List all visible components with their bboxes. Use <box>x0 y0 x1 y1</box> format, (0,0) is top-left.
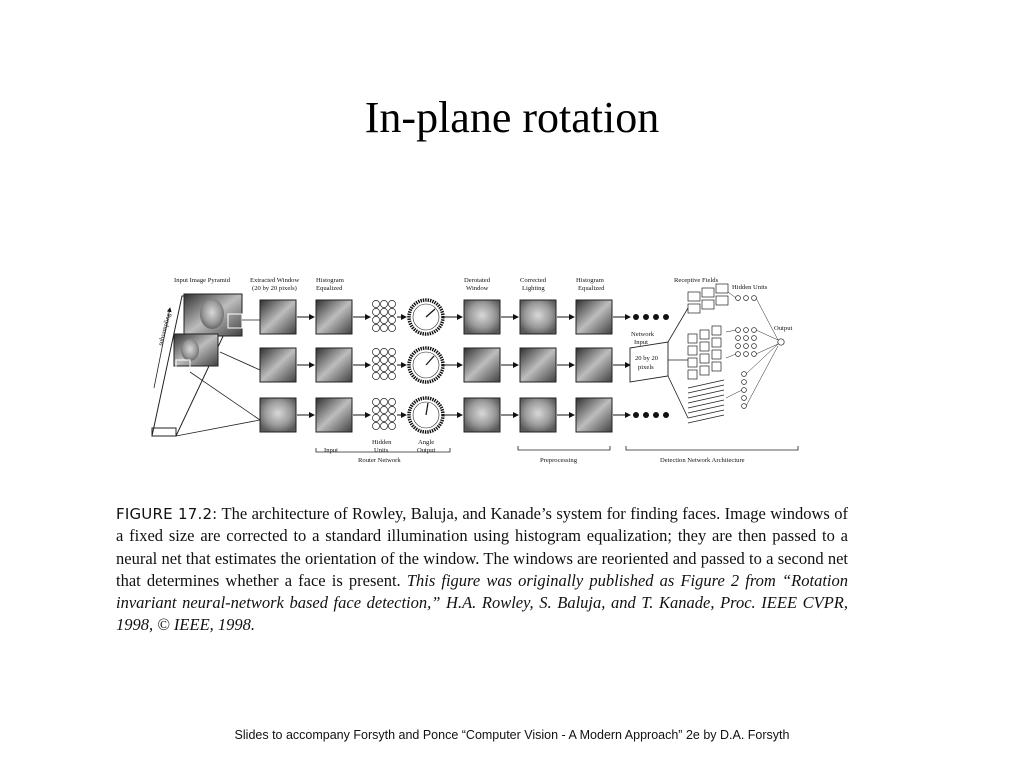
input-image-pyramid: subsampling <box>152 294 242 436</box>
label-corrected: Corrected <box>520 277 547 284</box>
label-hidden: Hidden <box>372 439 392 446</box>
label-detection-network: Detection Network Architecture <box>660 457 745 464</box>
detection-network: Network Input 20 by 20 pixels <box>630 284 784 423</box>
angle-output-dials <box>409 300 443 432</box>
label-20-by-20: 20 by 20 <box>635 355 659 362</box>
architecture-figure: Input Image Pyramid Extracted Window (20… <box>140 268 810 473</box>
figure-caption: FIGURE 17.2: The architecture of Rowley,… <box>116 503 848 637</box>
router-hidden-units <box>372 300 395 429</box>
label-preprocessing: Preprocessing <box>540 457 578 464</box>
label-angle-output: Output <box>417 447 435 454</box>
label-extracted-window-size: (20 by 20 pixels) <box>252 285 297 292</box>
label-hidden-units: Hidden Units <box>732 284 768 291</box>
label-lighting: Lighting <box>522 285 545 292</box>
label-network: Network <box>631 331 655 338</box>
label-equalized: Equalized <box>316 285 343 292</box>
label-derotated: Derotated <box>464 277 491 284</box>
label-input-image-pyramid: Input Image Pyramid <box>174 277 231 284</box>
label-subsampling: subsampling <box>157 312 173 347</box>
label-extracted-window: Extracted Window <box>250 277 299 284</box>
label-receptive-fields: Receptive Fields <box>674 277 719 284</box>
label-histogram: Histogram <box>316 277 345 284</box>
label-histogram-2: Histogram <box>576 277 605 284</box>
label-router-input: Input <box>324 447 338 454</box>
label-window: Window <box>466 285 489 292</box>
slide-title: In-plane rotation <box>0 92 1024 143</box>
label-pixels: pixels <box>638 364 654 371</box>
figure-number: FIGURE 17.2: <box>116 505 217 523</box>
label-input: Input <box>634 339 648 346</box>
label-output: Output <box>774 325 792 332</box>
label-units: Units <box>374 447 389 454</box>
label-angle: Angle <box>418 439 434 446</box>
slide-footer: Slides to accompany Forsyth and Ponce “C… <box>0 728 1024 742</box>
label-router-network: Router Network <box>358 457 401 464</box>
bottom-brackets <box>316 446 798 452</box>
label-equalized-2: Equalized <box>578 285 605 292</box>
